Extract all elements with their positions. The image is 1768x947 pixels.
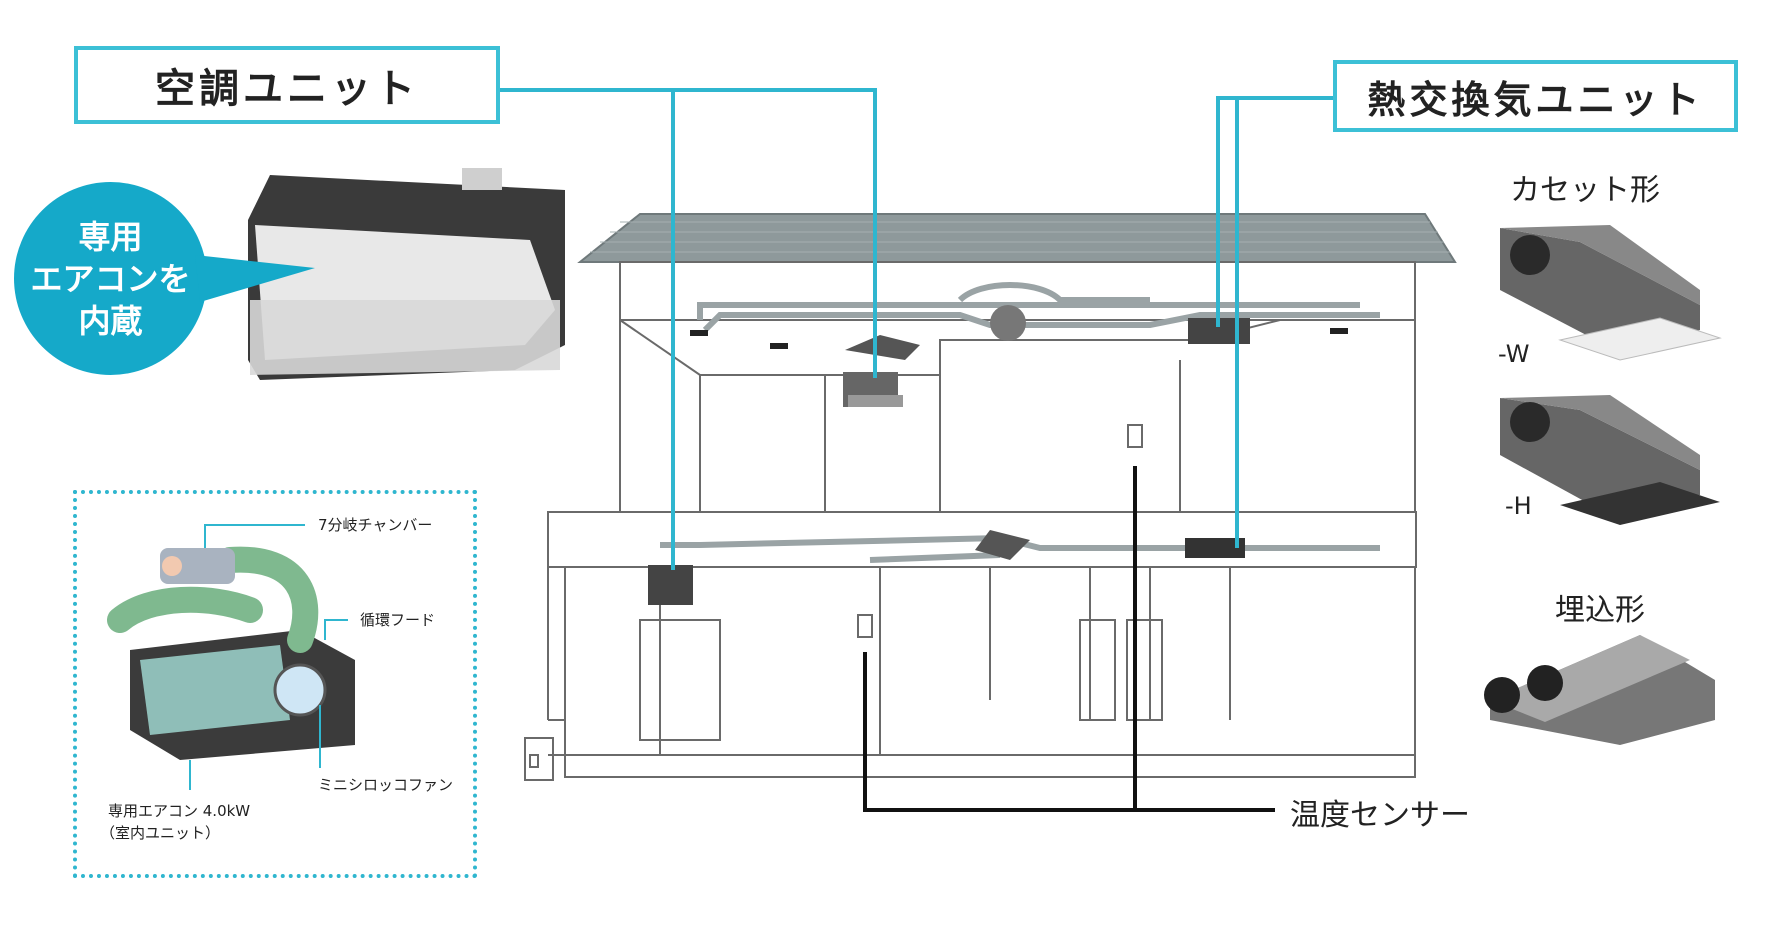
upper-ducts [697, 282, 1380, 333]
temperature-sensor-label: 温度センサー [1290, 798, 1470, 833]
detail-unit-image [107, 546, 355, 760]
aircon-unit-image [248, 168, 565, 380]
embedded-unit-image [1484, 635, 1715, 745]
hood-label: 循環フード [360, 611, 436, 629]
detail-leaders [189, 524, 348, 790]
sensor-lines [863, 466, 1275, 812]
aircon-spec-label-2: （室内ユニット） [100, 824, 221, 842]
chamber-label: 7分岐チャンバー [318, 516, 433, 534]
heat-exchange-unit-label-text: 熱交換気ユニット [1367, 77, 1704, 122]
leader-lines [500, 88, 1333, 570]
bubble-line-1: 専用 [78, 217, 143, 256]
cassette-h-label: -H [1505, 492, 1532, 520]
aircon-unit-label: 空調ユニット [74, 46, 500, 124]
cassette-w-label: -W [1498, 340, 1530, 368]
aircon-unit-label-text: 空調ユニット [155, 66, 419, 112]
bubble-line-3: 内蔵 [78, 301, 143, 340]
cassette-w-image [1500, 225, 1722, 361]
fan-label: ミニシロッコファン [318, 776, 454, 794]
aircon-spec-label-1: 専用エアコン 4.0kW [108, 802, 251, 820]
house-structure [524, 261, 1417, 781]
cassette-h-image [1500, 395, 1720, 525]
heat-exchange-unit-label: 熱交換気ユニット [1333, 60, 1738, 132]
embedded-type-label: 埋込形 [1555, 593, 1645, 628]
lower-units [648, 530, 1245, 605]
bubble-line-2: エアコンを [30, 259, 191, 298]
builtin-aircon-bubble: 専用 エアコンを 内蔵 [14, 182, 207, 375]
cassette-type-label: カセット形 [1510, 173, 1660, 208]
detail-box [73, 490, 477, 878]
house-roof [577, 213, 1457, 263]
